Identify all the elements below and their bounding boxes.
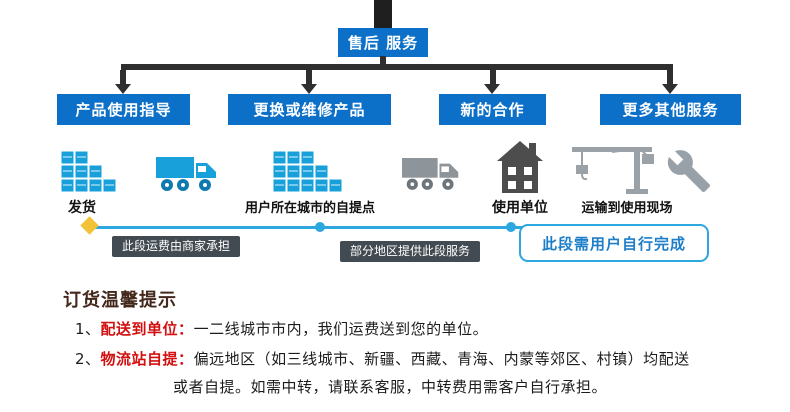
truck-icon-blue — [156, 157, 216, 191]
station-label-shipping: 发货 — [68, 200, 96, 216]
tip-item-term: 配送到单位： — [100, 320, 194, 338]
tip-item-2: 2、物流站自提：偏远地区（如三线城市、新疆、西藏、青海、内蒙等郊区、村镇）均配送 — [75, 348, 690, 369]
cargo-boxes-icon — [272, 150, 343, 193]
flow-arrow-stem — [667, 70, 673, 85]
segment-badge-merchant-freight: 此段运费由商家承担 — [112, 236, 241, 257]
crane-icon — [572, 147, 654, 194]
station-label-user-unit: 使用单位 — [492, 200, 548, 216]
cargo-boxes-icon — [60, 150, 117, 193]
flow-arrow-stem — [120, 70, 126, 85]
flow-arrow-stem — [306, 70, 312, 85]
station-label-transport-site: 运输到使用现场 — [581, 201, 673, 216]
tip-item-2-continued: 或者自提。如需中转，请联系客服，中转费用需客户自行承担。 — [173, 376, 607, 397]
top-connector-bar — [374, 0, 392, 30]
tip-item-desc: 一二线城市市内，我们运费送到您的单位。 — [193, 320, 489, 338]
station-label-pickup-point: 用户所在城市的自提点 — [244, 201, 375, 216]
tip-item-term: 物流站自提： — [100, 350, 194, 368]
tip-item-1: 1、配送到单位：一二线城市市内，我们运费送到您的单位。 — [75, 318, 488, 339]
root-connector — [380, 56, 386, 65]
branch-node-replace-repair: 更换或维修产品 — [228, 94, 391, 125]
flow-arrow-head — [662, 84, 678, 94]
segment-badge-user-complete: 此段需用户自行完成 — [519, 224, 709, 262]
branch-node-product-guidance: 产品使用指导 — [57, 94, 190, 125]
timeline-line — [88, 226, 706, 229]
branch-connector-line — [121, 64, 673, 70]
branch-node-more-services: 更多其他服务 — [600, 94, 741, 125]
timeline-start-marker — [80, 216, 99, 235]
root-node: 售后 服务 — [338, 28, 428, 57]
tip-item-number: 1、 — [75, 320, 101, 338]
flow-arrow-head — [484, 84, 500, 94]
segment-badge-partial-service: 部分地区提供此段服务 — [340, 241, 481, 262]
tip-item-number: 2、 — [75, 350, 101, 368]
flow-arrow-head — [301, 84, 317, 94]
timeline-dot — [506, 222, 516, 232]
flow-arrow-head — [115, 84, 131, 94]
truck-icon-gray — [402, 158, 459, 190]
tip-item-desc: 偏远地区（如三线城市、新疆、西藏、青海、内蒙等郊区、村镇）均配送 — [193, 350, 690, 368]
wrench-icon — [667, 150, 711, 193]
timeline-dot — [315, 222, 325, 232]
tip-item-desc: 或者自提。如需中转，请联系客服，中转费用需客户自行承担。 — [173, 378, 608, 396]
flow-arrow-stem — [490, 70, 496, 85]
building-icon — [497, 141, 543, 193]
tips-title: 订货温馨提示 — [63, 290, 177, 311]
branch-node-new-cooperation: 新的合作 — [439, 94, 546, 125]
